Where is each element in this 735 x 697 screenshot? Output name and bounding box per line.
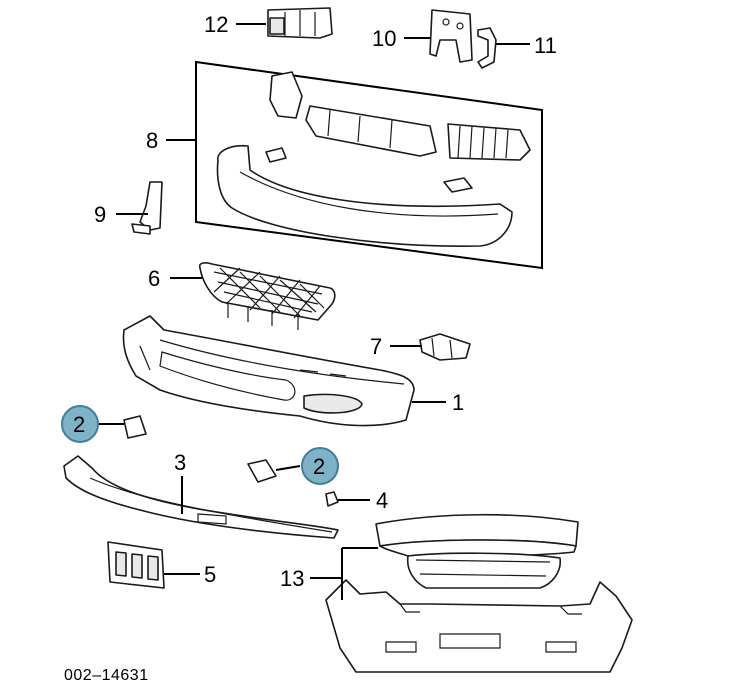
part-3-valance: [63, 455, 339, 539]
part-5-license-bracket: [107, 541, 165, 589]
callout-4: 4: [376, 488, 388, 513]
callout-2-right: 2: [313, 454, 325, 479]
figure-code: 002–14631: [64, 667, 149, 684]
leader-lines: [98, 23, 530, 600]
callout-11: 11: [534, 33, 557, 58]
part-6-grille: [198, 262, 336, 330]
callout-2-right-circle: [301, 447, 339, 485]
callout-5: 5: [204, 562, 216, 587]
part-7-bracket: [419, 333, 471, 361]
callout-6: 6: [148, 266, 160, 291]
part-8-assembly-box: [195, 60, 543, 270]
part-13-bumper-assembly: [325, 513, 633, 673]
part-2-clip-right: [247, 459, 277, 483]
callout-12: 12: [204, 12, 228, 37]
part-9-bracket: [131, 181, 163, 235]
callout-8: 8: [146, 128, 158, 153]
part-10-bracket: [429, 9, 473, 63]
callout-1: 1: [452, 390, 464, 415]
part-11-bracket: [477, 27, 497, 69]
callout-13: 13: [280, 566, 304, 591]
callout-2-left: 2: [73, 412, 85, 437]
part-1-front-bumper: [122, 315, 415, 427]
callout-labels: 12 10 11 8 9 6 7 1 2 2 3 4 5 13: [73, 12, 557, 591]
callout-3: 3: [174, 450, 186, 475]
part-2-clip-left: [123, 415, 147, 439]
part-12-clip: [267, 7, 333, 39]
callout-9: 9: [94, 202, 106, 227]
callout-2-left-circle: [61, 405, 99, 443]
callout-7: 7: [370, 334, 382, 359]
part-4-nut: [325, 491, 339, 507]
callout-10: 10: [372, 26, 396, 51]
